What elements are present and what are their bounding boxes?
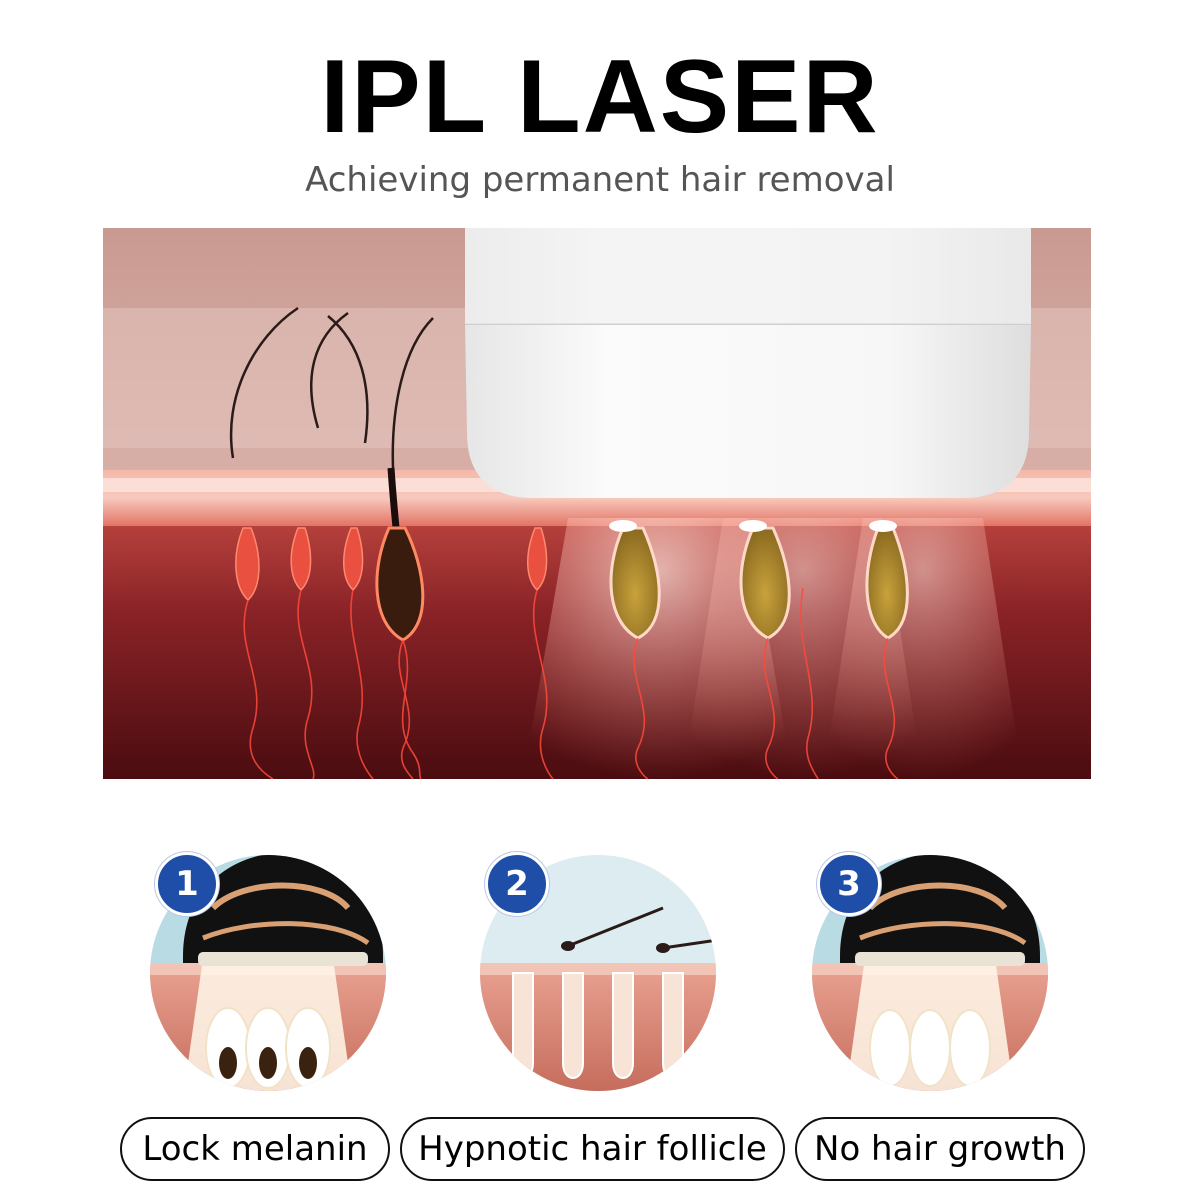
step-number-badge: 2: [485, 852, 549, 916]
step-3-label: No hair growth: [795, 1117, 1085, 1181]
step-1-label: Lock melanin: [120, 1117, 390, 1181]
page-subtitle: Achieving permanent hair removal: [305, 160, 895, 200]
step-number-badge: 1: [155, 852, 219, 916]
step-3-illustration: 3: [805, 848, 1055, 1098]
step-1-illustration: 1: [143, 848, 393, 1098]
step-2-label: Hypnotic hair follicle: [400, 1117, 785, 1181]
step-number-badge: 3: [817, 852, 881, 916]
hero-illustration: [103, 228, 1091, 779]
page-title: IPL LASER: [320, 39, 880, 155]
step-2-illustration: 2: [473, 848, 723, 1098]
